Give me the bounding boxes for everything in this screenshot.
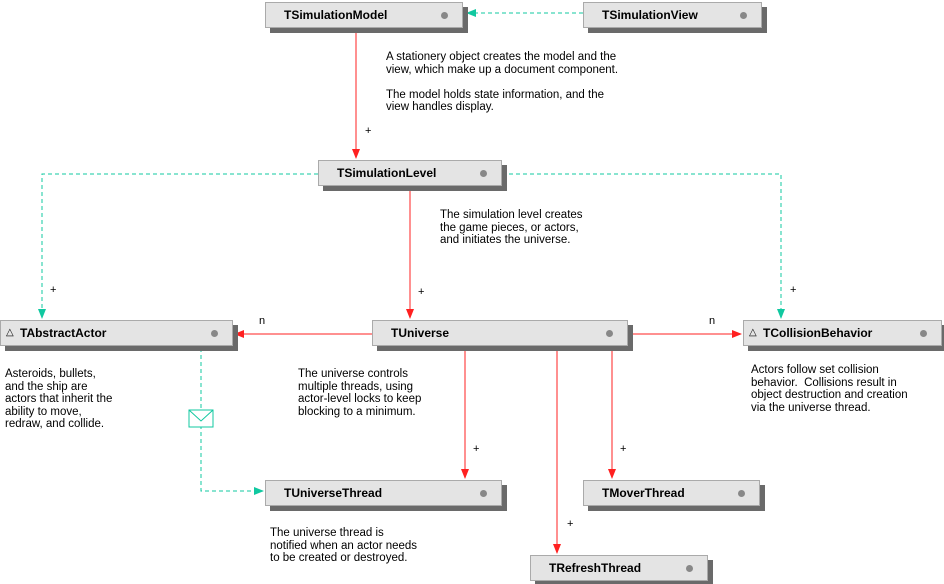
class-tmoverthread[interactable]: TMoverThread — [583, 480, 760, 506]
class-name: TSimulationLevel — [337, 166, 437, 180]
multiplicity-label: + — [365, 125, 372, 137]
level-to-actor-link — [38, 173, 318, 319]
multiplicity-label: + — [50, 284, 57, 296]
class-name: TMoverThread — [602, 486, 685, 500]
class-tsimulationlevel[interactable]: TSimulationLevel — [318, 160, 502, 186]
class-tabstractactor[interactable]: △ TAbstractActor — [0, 320, 233, 346]
class-name: TUniverse — [391, 326, 450, 340]
envelope-icon — [188, 409, 214, 428]
level-to-collision-link — [502, 173, 785, 319]
multiplicity-label: + — [473, 443, 480, 455]
class-tsimulationview[interactable]: TSimulationView — [583, 2, 762, 28]
note-thread: The universe thread is notified when an … — [270, 527, 418, 564]
actor-to-thread-link — [200, 348, 264, 495]
multiplicity-label: n — [709, 315, 716, 327]
dot-icon — [441, 12, 448, 19]
multiplicity-label: n — [259, 315, 266, 327]
note-universe: The universe controls multiple threads, … — [298, 368, 422, 418]
note-collision: Actors follow set collision behavior. Co… — [751, 364, 908, 414]
note-level: The simulation level creates the game pi… — [440, 209, 583, 246]
class-tsimulationmodel[interactable]: TSimulationModel — [265, 2, 463, 28]
class-trefreshthread[interactable]: TRefreshThread — [530, 555, 708, 581]
dot-icon — [211, 330, 218, 337]
dot-icon — [606, 330, 613, 337]
multiplicity-label: + — [620, 443, 627, 455]
note-model-view: A stationery object creates the model an… — [386, 51, 619, 113]
dot-icon — [738, 490, 745, 497]
class-tuniverse[interactable]: TUniverse — [372, 320, 628, 346]
multiplicity-label: + — [567, 518, 574, 530]
multiplicity-label: + — [790, 284, 797, 296]
abstract-triangle-icon: △ — [749, 327, 757, 338]
class-name: TSimulationModel — [284, 8, 388, 22]
class-name: TSimulationView — [602, 8, 698, 22]
multiplicity-label: + — [418, 286, 425, 298]
class-tuniversethread[interactable]: TUniverseThread — [265, 480, 502, 506]
dot-icon — [740, 12, 747, 19]
dot-icon — [920, 330, 927, 337]
note-actor: Asteroids, bullets, and the ship are act… — [5, 368, 113, 430]
dot-icon — [480, 490, 487, 497]
dot-icon — [686, 565, 693, 572]
dot-icon — [480, 170, 487, 177]
class-name: TCollisionBehavior — [763, 326, 873, 340]
abstract-triangle-icon: △ — [6, 327, 14, 338]
class-tcollisionbehavior[interactable]: △ TCollisionBehavior — [743, 320, 942, 346]
class-name: TUniverseThread — [284, 486, 383, 500]
class-name: TRefreshThread — [549, 561, 642, 575]
class-name: TAbstractActor — [20, 326, 107, 340]
